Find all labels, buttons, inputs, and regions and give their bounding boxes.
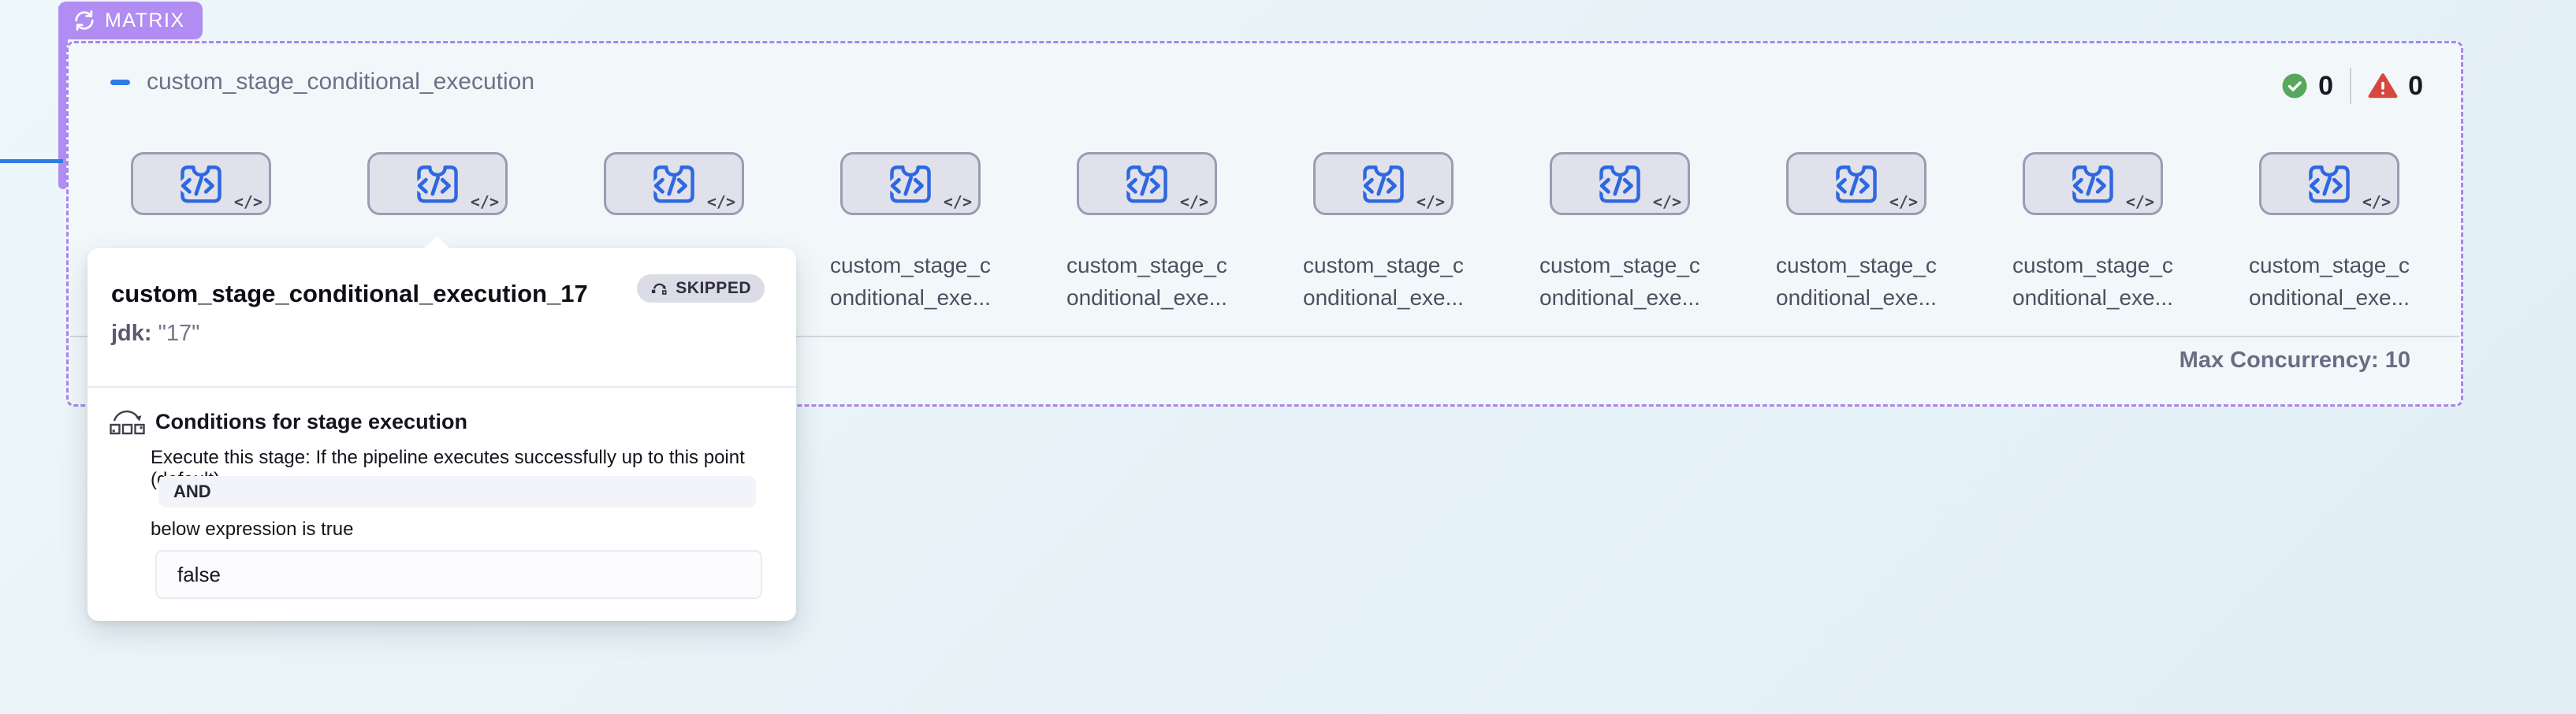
tooltip-stage-title: custom_stage_conditional_execution_17 xyxy=(111,280,588,307)
stage-node-label: custom_stage_c onditional_exe... xyxy=(1539,253,1700,310)
stage-node[interactable]: </> xyxy=(2023,152,2163,215)
stage-node-label: custom_stage_c onditional_exe... xyxy=(2012,253,2173,310)
stage-node-cell: </> custom_stage_c onditional_exe... xyxy=(594,152,754,310)
stage-node-label: custom_stage_c onditional_exe... xyxy=(1303,253,1464,310)
custom-stage-icon xyxy=(1119,159,1175,208)
stage-node[interactable]: </> xyxy=(367,152,508,215)
stage-node[interactable]: </> xyxy=(604,152,744,215)
conditions-title: Conditions for stage execution xyxy=(155,410,468,433)
collapse-minus-icon[interactable] xyxy=(110,79,130,85)
code-glyph-icon: </> xyxy=(2362,192,2391,211)
stage-header: custom_stage_conditional_execution xyxy=(110,69,534,95)
code-glyph-icon: </> xyxy=(233,192,262,211)
expression-label: below expression is true xyxy=(151,519,354,540)
stage-node[interactable]: </> xyxy=(1077,152,1217,215)
conditional-execution-icon xyxy=(108,403,145,436)
stage-node[interactable]: </> xyxy=(1550,152,1690,215)
stage-node-cell: </> custom_stage_c onditional_exe... xyxy=(2012,152,2173,310)
skipped-label: SKIPPED xyxy=(676,279,751,297)
stage-node-label: custom_stage_c onditional_exe... xyxy=(1067,253,1227,310)
code-glyph-icon: </> xyxy=(1179,192,1208,211)
custom-stage-icon xyxy=(882,159,939,208)
code-glyph-icon: </> xyxy=(706,192,735,211)
stage-node-label: custom_stage_c onditional_exe... xyxy=(830,253,991,310)
conditions-header: Conditions for stage execution xyxy=(108,403,467,436)
matrix-badge-label: MATRIX xyxy=(105,9,185,32)
code-glyph-icon: </> xyxy=(1416,192,1445,211)
matrix-corner-accent xyxy=(58,6,68,189)
param-value: "17" xyxy=(151,321,200,346)
success-check-icon xyxy=(2281,73,2308,99)
tooltip-caret xyxy=(423,236,450,249)
stage-node-cell: </> custom_stage_c onditional_exe... xyxy=(1776,152,1937,310)
custom-stage-icon xyxy=(1591,159,1648,208)
failed-count: 0 xyxy=(2408,70,2423,101)
tooltip-divider xyxy=(87,386,796,388)
code-glyph-icon: </> xyxy=(1652,192,1681,211)
stage-parameter: jdk: "17" xyxy=(111,321,199,347)
custom-stage-icon xyxy=(409,159,466,208)
stage-node-label: custom_stage_c onditional_exe... xyxy=(1776,253,1937,310)
status-separator xyxy=(2350,68,2352,104)
expression-value: false xyxy=(177,562,221,586)
stage-node-cell: </> custom_stage_c onditional_exe... xyxy=(1539,152,1700,310)
skipped-icon xyxy=(650,281,669,296)
param-key: jdk: xyxy=(111,321,152,346)
stage-node-cell: </> custom_stage_c onditional_exe... xyxy=(830,152,991,310)
custom-stage-icon xyxy=(1828,159,1885,208)
matrix-footer-divider xyxy=(70,336,2459,337)
code-glyph-icon: </> xyxy=(1889,192,1918,211)
stage-node[interactable]: </> xyxy=(131,152,271,215)
loop-sync-icon xyxy=(73,9,96,32)
warning-triangle-icon xyxy=(2368,73,2398,99)
condition-operator-pill: AND xyxy=(158,476,756,508)
expression-value-box: false xyxy=(155,550,762,599)
stage-node-label: custom_stage_c onditional_exe... xyxy=(2249,253,2410,310)
stage-node-cell: </> custom_stage_c onditional_exe... xyxy=(1303,152,1464,310)
stage-node[interactable]: </> xyxy=(840,152,981,215)
operator-label: AND xyxy=(173,482,211,501)
code-glyph-icon: </> xyxy=(943,192,972,211)
stage-node-cell: </> custom_stage_c onditional_exe... xyxy=(357,152,518,310)
stage-node-cell: </> custom_stage_c onditional_exe... xyxy=(1067,152,1227,310)
custom-stage-icon xyxy=(2064,159,2121,208)
custom-stage-icon xyxy=(1355,159,1412,208)
custom-stage-icon xyxy=(173,159,229,208)
skipped-status-badge: SKIPPED xyxy=(637,274,765,303)
custom-stage-icon xyxy=(646,159,702,208)
pipeline-connector-line xyxy=(0,159,63,163)
stage-tooltip: custom_stage_conditional_execution_17 SK… xyxy=(87,236,796,621)
stage-node-cell: </> custom_stage_c onditional_exe... xyxy=(2249,152,2410,310)
max-concurrency-label: Max Concurrency: 10 xyxy=(2179,348,2410,373)
matrix-badge: MATRIX xyxy=(58,2,203,39)
code-glyph-icon: </> xyxy=(470,192,499,211)
stage-node[interactable]: </> xyxy=(2259,152,2399,215)
stage-node[interactable]: </> xyxy=(1313,152,1454,215)
success-count: 0 xyxy=(2318,70,2334,101)
stage-node-cell: </> custom_stage_c onditional_exe... xyxy=(121,152,281,310)
code-glyph-icon: </> xyxy=(2125,192,2154,211)
stage-status-row: 0 0 xyxy=(2281,67,2423,105)
stage-title: custom_stage_conditional_execution xyxy=(147,69,534,95)
matrix-nodes-row: </> custom_stage_c onditional_exe... xyxy=(121,152,2410,310)
stage-node[interactable]: </> xyxy=(1786,152,1926,215)
custom-stage-icon xyxy=(2301,159,2358,208)
